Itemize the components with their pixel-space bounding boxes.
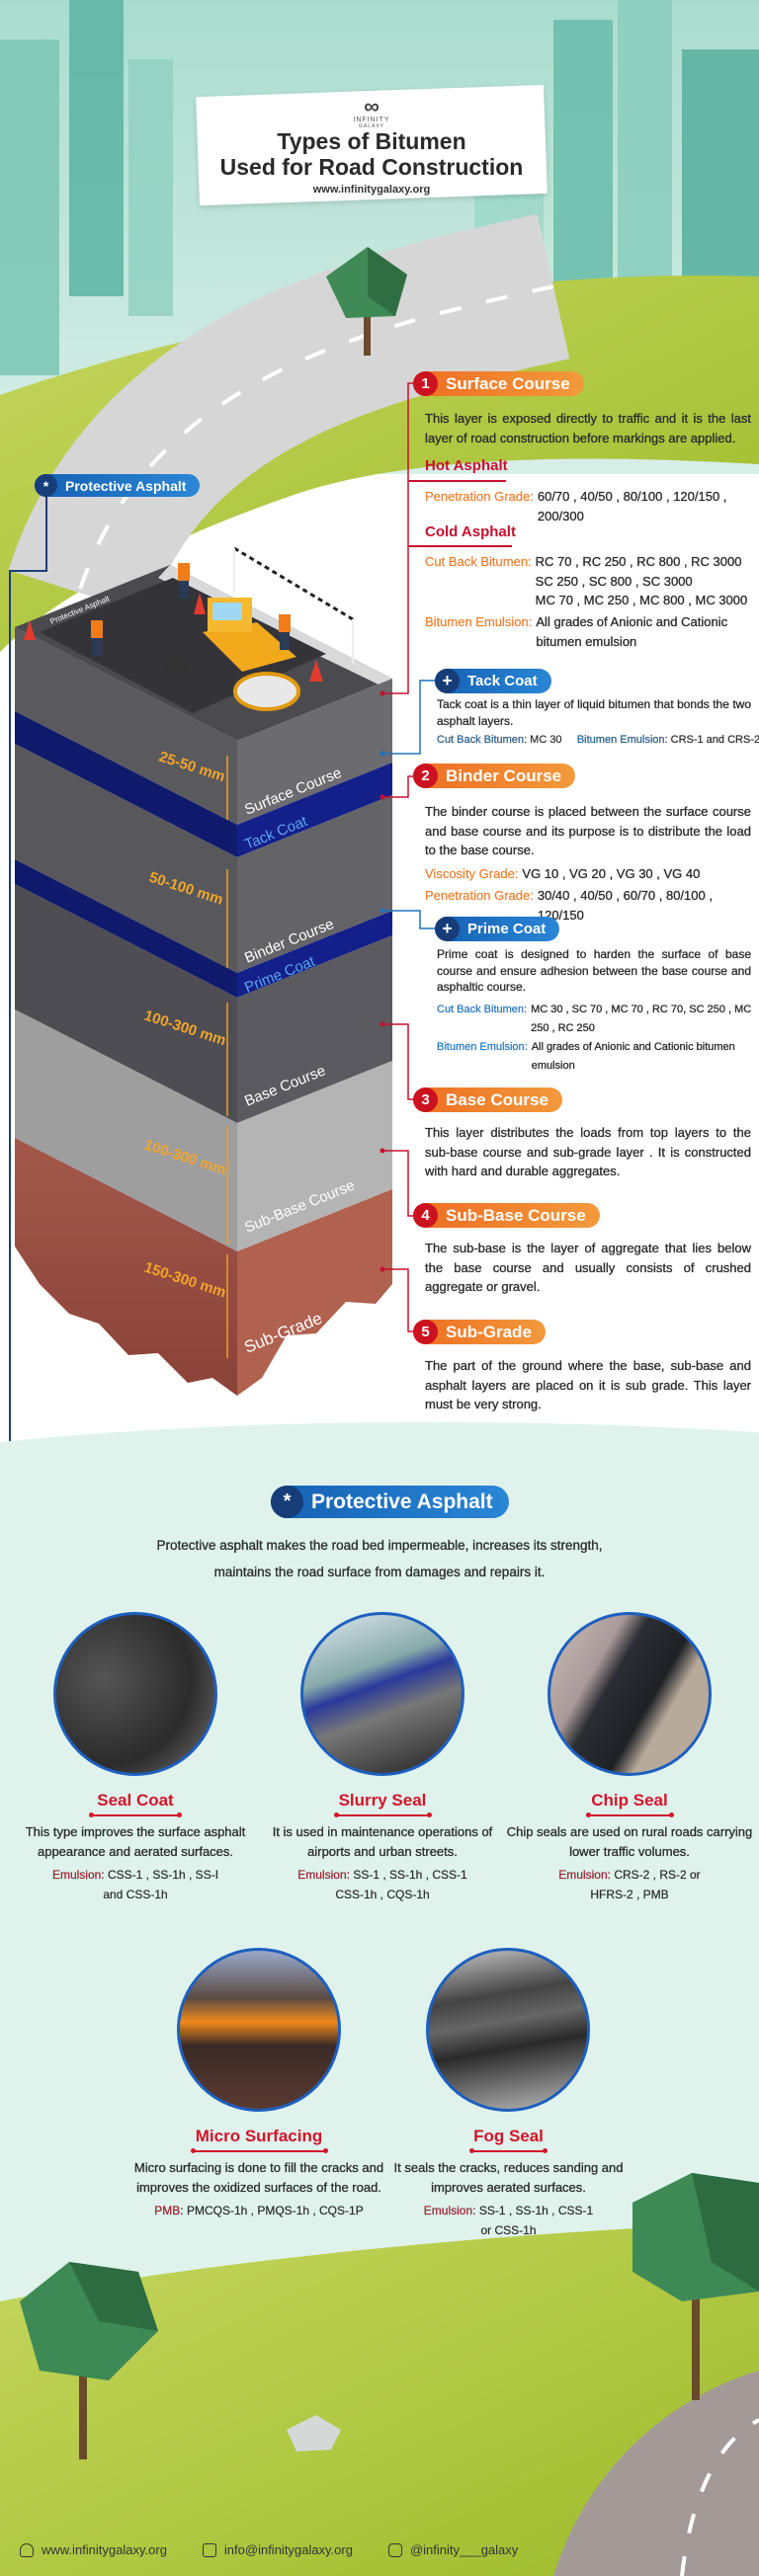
web-icon [20,2542,34,2557]
bottom-hill [0,2222,759,2576]
surface-course-right [237,679,392,825]
tack-coat-left [15,711,237,857]
hot-penetration-grade: Penetration Grade: 60/70 , 40/50 , 80/10… [425,489,727,523]
cold-cutback-bitumen: Cut Back Bitumen: RC 70 , RC 250 , RC 80… [425,554,748,607]
road-roller-icon [164,598,300,711]
hot-asphalt-heading: Hot Asphalt [425,457,508,474]
sub-base-description: The sub-base is the layer of aggregate t… [425,1241,751,1294]
sub-grade-left [15,1138,237,1396]
surface-course-pill: 1 Surface Course [413,371,584,396]
seal-coat-card: Seal Coat This type improves the surface… [12,1612,259,1904]
surface-description: This layer is exposed directly to traffi… [425,411,751,445]
binder-description: The binder course is placed between the … [425,804,751,857]
divider [408,545,512,547]
page-title: Types of Bitumen [277,128,466,154]
binder-viscosity-grade: Viscosity Grade: VG 10 , VG 20 , VG 30 ,… [425,866,701,881]
bottom-road [553,2371,759,2576]
chip-seal-photo [548,1612,712,1776]
footer: www.infinitygalaxy.org info@infinitygala… [20,2542,518,2557]
prime-coat-left [15,859,237,998]
page-subtitle: Used for Road Construction [219,154,524,180]
micro-surfacing-card: Micro Surfacing Micro surfacing is done … [126,1948,392,2220]
section-title: Surface Course [446,373,570,393]
tree-icon [326,247,407,356]
protective-intro: Protective asphalt makes the road bed im… [156,1538,603,1579]
instagram-icon [387,2542,402,2557]
logo-text: INFINITY [353,117,390,123]
base-course-right [237,935,392,1123]
seal-coat-photo [53,1612,217,1776]
protective-asphalt-pill: * Protective Asphalt [35,474,201,497]
sidewalk [158,565,392,685]
rock-icon [287,2415,341,2452]
protective-asphalt-heading: * Protective Asphalt [271,1486,509,1518]
prime-coat-right [237,911,392,998]
base-description: This layer distributes the loads from to… [425,1125,751,1178]
road-markings [77,284,554,594]
footer-website-link[interactable]: www.infinitygalaxy.org [42,2542,167,2557]
traffic-cone-icon [24,593,323,682]
fog-seal-card: Fog Seal It seals the cracks, reduces sa… [392,1948,625,2240]
email-icon [202,2542,216,2557]
tack-coat-right [237,763,392,857]
section-number: 1 [413,371,438,396]
tack-coat-pill: + Tack Coat [435,669,551,693]
pill-label: Protective Asphalt [65,477,187,494]
footer-instagram-link[interactable]: @infinity___galaxy [409,2542,519,2557]
prime-cutback-bitumen: Cut Back Bitumen: MC 30 , SC 70 , MC 70 … [437,1004,752,1034]
surface-course-left [15,627,237,825]
asterisk-icon: * [271,1486,303,1518]
footer-email-link[interactable]: info@infinitygalaxy.org [223,2542,353,2557]
sub-base-right [237,1061,392,1251]
sub-base-course-pill: 4 Sub-Base Course [413,1203,600,1228]
cold-bitumen-emulsion: Bitumen Emulsion: All grades of Anionic … [425,614,728,649]
tree-icon [20,2262,158,2459]
binder-penetration-grade: Penetration Grade: 30/40 , 40/50 , 60/70… [425,888,713,923]
tack-description: Tack coat is a thin layer of liquid bitu… [437,697,751,728]
binder-course-right [237,795,392,973]
divider [408,480,506,482]
logo-subtext: GALAXY [358,123,384,129]
base-course-pill: 3 Base Course [413,1087,562,1112]
sub-grade-description: The part of the ground where the base, s… [425,1358,751,1411]
prime-description: Prime coat is designed to harden the sur… [437,947,751,994]
logo: ∞ INFINITY GALAXY [198,94,546,130]
binder-course-pill: 2 Binder Course [413,764,576,788]
slurry-seal-photo [300,1612,464,1776]
micro-surfacing-photo [177,1948,341,2112]
cold-asphalt-heading: Cold Asphalt [425,523,516,540]
sub-grade-pill: 5 Sub-Grade [413,1320,546,1344]
asterisk-icon: * [35,474,57,497]
worker-icon [91,563,291,638]
plus-icon: + [435,669,460,693]
tack-grades: Cut Back Bitumen: MC 30 Bitumen Emulsion… [437,734,759,746]
road-layers-block: Protective Asphalt 25-50 mm 50-100 mm 10… [15,546,392,1396]
tree-icon [632,2173,759,2400]
binder-course-left [15,744,237,973]
infinity-logo-icon: ∞ [364,94,380,119]
fog-seal-photo [426,1948,590,2112]
header-url: www.infinitygalaxy.org [312,184,431,196]
sub-base-left [15,1009,237,1251]
prime-coat-pill: + Prime Coat [435,917,560,941]
prime-bitumen-emulsion: Bitumen Emulsion: All grades of Anionic … [437,1041,735,1072]
slurry-seal-card: Slurry Seal It is used in maintenance op… [259,1612,506,1904]
plus-icon: + [435,917,460,941]
sub-grade-right [237,1189,392,1396]
base-course-left [15,884,237,1123]
chip-seal-card: Chip Seal Chip seals are used on rural r… [506,1612,753,1904]
